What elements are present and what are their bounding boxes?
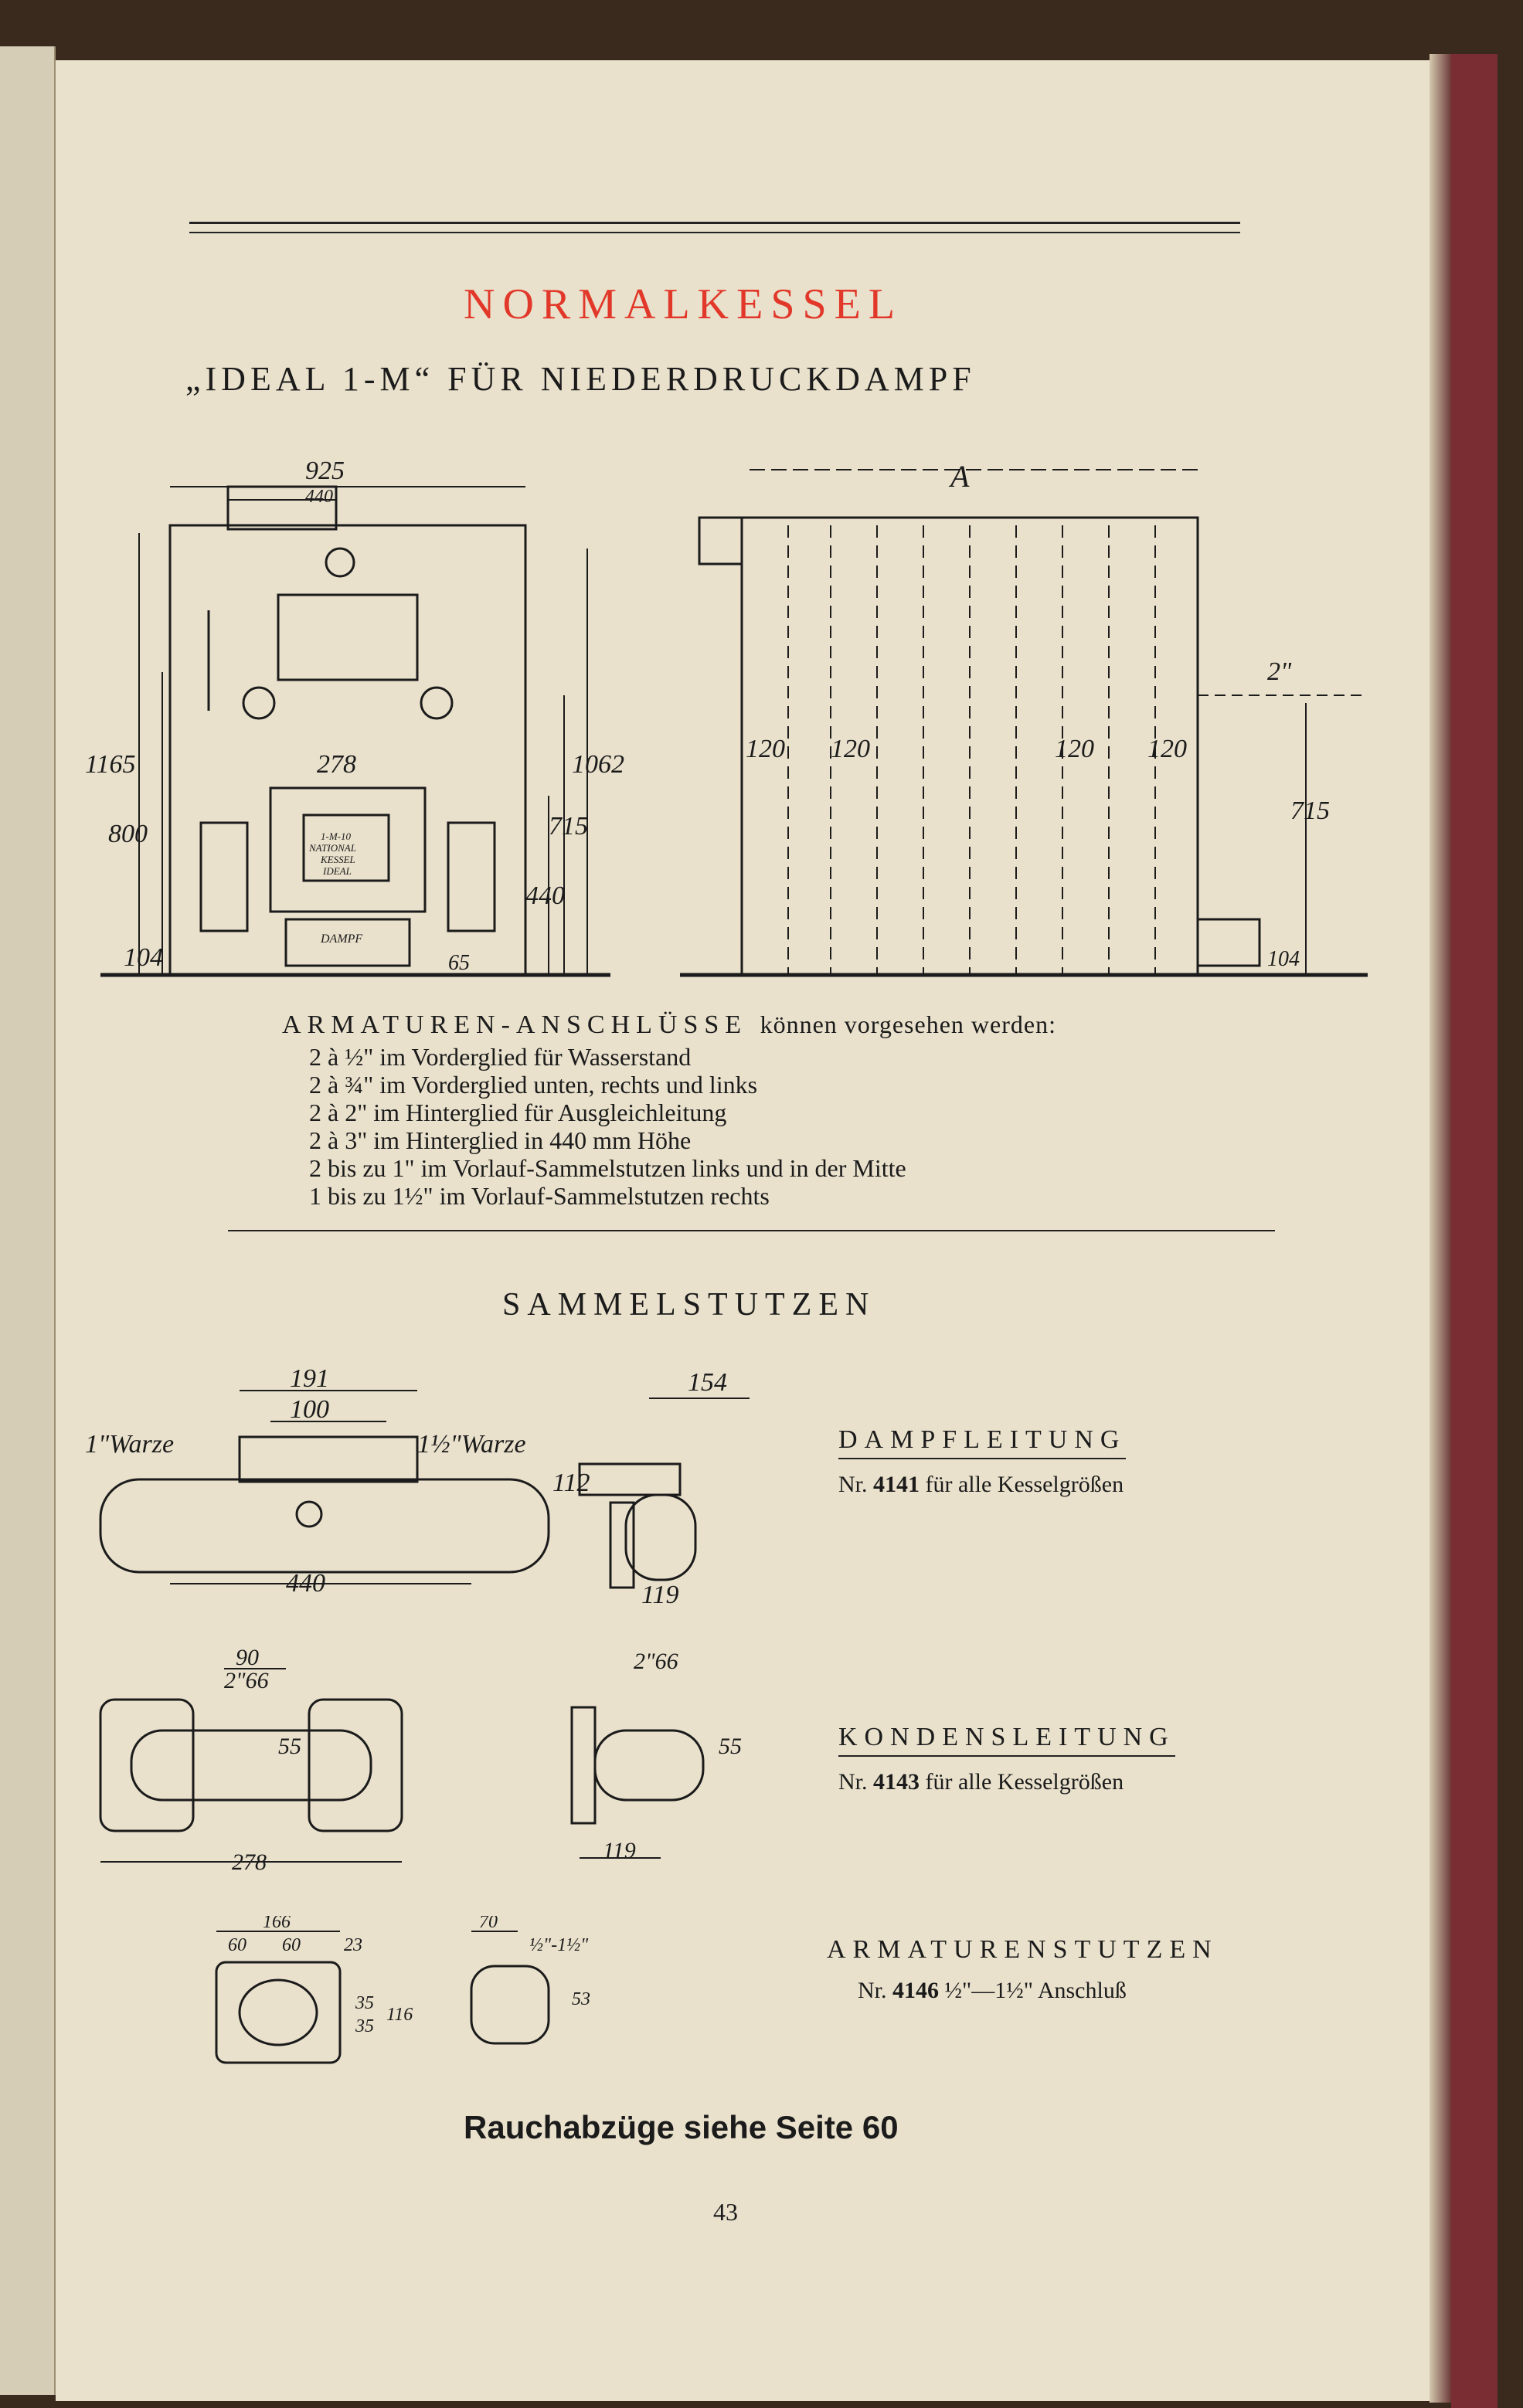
book-cover-edge <box>1451 54 1498 2408</box>
dampfleitung-number: Nr. 4141 für alle Kesselgrößen <box>838 1472 1124 1498</box>
connection-item: 1 bis zu 1½" im Vorlauf-Sammelstutzen re… <box>309 1182 770 1210</box>
dampfleitung-drawing: 191 100 1"Warze 1½"Warze 440 154 112 119 <box>85 1364 750 1607</box>
facing-page-edge <box>0 46 56 2395</box>
fire-door <box>269 786 427 913</box>
part-number: 4143 <box>873 1769 920 1795</box>
dim-925: 925 <box>305 457 345 485</box>
connections-heading-suffix: können vorgesehen werden: <box>760 1010 1056 1038</box>
part-number: 4146 <box>892 1978 939 2003</box>
kondensleitung-label: KONDENSLEITUNG <box>838 1723 1175 1757</box>
dim-112: 112 <box>552 1469 590 1497</box>
top-rule-thin <box>189 232 1240 233</box>
dim-60-b: 60 <box>282 1935 301 1955</box>
plate-line-3: KESSEL <box>320 854 355 865</box>
nameplate <box>302 813 390 882</box>
section-divider <box>228 1230 1275 1231</box>
armaturenstutzen-number: Nr. 4146 ½"—1½" Anschluß <box>858 1978 1127 2004</box>
dim-104-side: 104 <box>1267 947 1300 971</box>
boiler-drawing: 925 440 278 1165 800 104 1062 715 440 65… <box>85 457 1368 977</box>
armaturenstutzen-drawing: 166 60 60 23 35 35 116 70 ½"-1½" 53 <box>215 1916 590 2064</box>
footer-note: Rauchabzüge siehe Seite 60 <box>464 2109 899 2145</box>
armaturenstutzen-label: ARMATURENSTUTZEN <box>827 1935 1219 1964</box>
dim-278: 278 <box>317 750 356 779</box>
dim-2-66-a: 2"66 <box>224 1668 269 1693</box>
dim-2-inch: 2" <box>1267 657 1292 686</box>
plate-line-2: NATIONAL <box>308 842 356 854</box>
dim-440: 440 <box>286 1569 325 1598</box>
nr-prefix: Nr. <box>858 1978 887 2003</box>
connection-item: 2 à ¾" im Vorderglied unten, rechts und … <box>309 1071 758 1099</box>
door-label: DAMPF <box>320 932 362 946</box>
ash-door <box>284 918 411 967</box>
dim-1half-warze: 1½"Warze <box>417 1430 526 1459</box>
dim-A: A <box>948 459 970 494</box>
plate-line-4: IDEAL <box>322 865 352 877</box>
dim-1-warze: 1"Warze <box>85 1430 174 1459</box>
dim-53: 53 <box>572 1989 590 2009</box>
page-subtitle: „IDEAL 1-M“ FÜR NIEDERDRUCKDAMPF <box>185 360 976 398</box>
dim-1062: 1062 <box>572 750 624 779</box>
dim-440-top: 440 <box>305 487 333 507</box>
feed-door <box>277 593 419 681</box>
dim-104-front: 104 <box>124 943 163 972</box>
part-desc: für alle Kesselgrößen <box>925 1769 1124 1795</box>
nr-prefix: Nr. <box>838 1769 868 1795</box>
page-gutter <box>1430 54 1451 2403</box>
connections-heading: ARMATUREN-ANSCHLÜSSE können vorgesehen w… <box>282 1010 1056 1040</box>
dim-70: 70 <box>479 1916 498 1932</box>
plate-line-1: 1-M-10 <box>321 830 351 842</box>
dim-715-front: 715 <box>549 812 588 841</box>
dim-55-b: 55 <box>719 1734 742 1759</box>
dim-2-66-b: 2"66 <box>634 1649 678 1674</box>
dim-120-b: 120 <box>831 735 870 763</box>
connections-heading-text: ARMATUREN-ANSCHLÜSSE <box>282 1010 748 1039</box>
dim-half-1half: ½"-1½" <box>529 1935 589 1955</box>
dim-166: 166 <box>263 1916 291 1932</box>
dim-90: 90 <box>236 1646 259 1670</box>
connection-item: 2 à ½" im Vorderglied für Wasserstand <box>309 1043 692 1071</box>
kondensleitung-drawing: 90 2"66 55 278 2"66 55 119 <box>99 1646 742 1875</box>
nr-prefix: Nr. <box>838 1472 868 1497</box>
dim-100: 100 <box>290 1395 329 1424</box>
dim-35-b: 35 <box>355 2016 374 2036</box>
dim-119: 119 <box>641 1581 678 1607</box>
dim-191: 191 <box>290 1364 329 1393</box>
section-title: SAMMELSTUTZEN <box>502 1287 876 1323</box>
dim-154: 154 <box>688 1368 727 1397</box>
top-rule <box>189 222 1240 224</box>
dampfleitung-label: DAMPFLEITUNG <box>838 1425 1127 1459</box>
dim-119-b: 119 <box>603 1838 636 1863</box>
dim-120-a: 120 <box>746 735 785 763</box>
dim-715-side: 715 <box>1290 796 1330 825</box>
dim-116: 116 <box>386 2005 413 2025</box>
page-title: NORMALKESSEL <box>464 280 903 328</box>
part-desc: ½"—1½" Anschluß <box>944 1978 1127 2003</box>
connection-item: 2 à 2" im Hinterglied für Ausgleichleitu… <box>309 1099 727 1126</box>
dim-800: 800 <box>108 820 148 848</box>
dim-55-a: 55 <box>278 1734 301 1759</box>
connection-item: 2 à 3" im Hinterglied in 440 mm Höhe <box>309 1126 692 1154</box>
page-number: 43 <box>713 2198 738 2226</box>
dim-60-a: 60 <box>228 1935 246 1955</box>
part-desc: für alle Kesselgrößen <box>925 1472 1124 1497</box>
kondensleitung-number: Nr. 4143 für alle Kesselgrößen <box>838 1769 1124 1795</box>
dim-440-front: 440 <box>525 881 565 910</box>
dim-120-c: 120 <box>1055 735 1094 763</box>
part-number: 4141 <box>873 1472 920 1497</box>
dim-23: 23 <box>344 1935 362 1955</box>
dim-120-d: 120 <box>1147 735 1187 763</box>
dim-65: 65 <box>448 951 470 975</box>
dim-278: 278 <box>232 1849 267 1875</box>
connection-item: 2 bis zu 1" im Vorlauf-Sammelstutzen lin… <box>309 1154 906 1182</box>
dim-1165: 1165 <box>85 750 135 779</box>
dim-35-a: 35 <box>355 1993 374 2013</box>
